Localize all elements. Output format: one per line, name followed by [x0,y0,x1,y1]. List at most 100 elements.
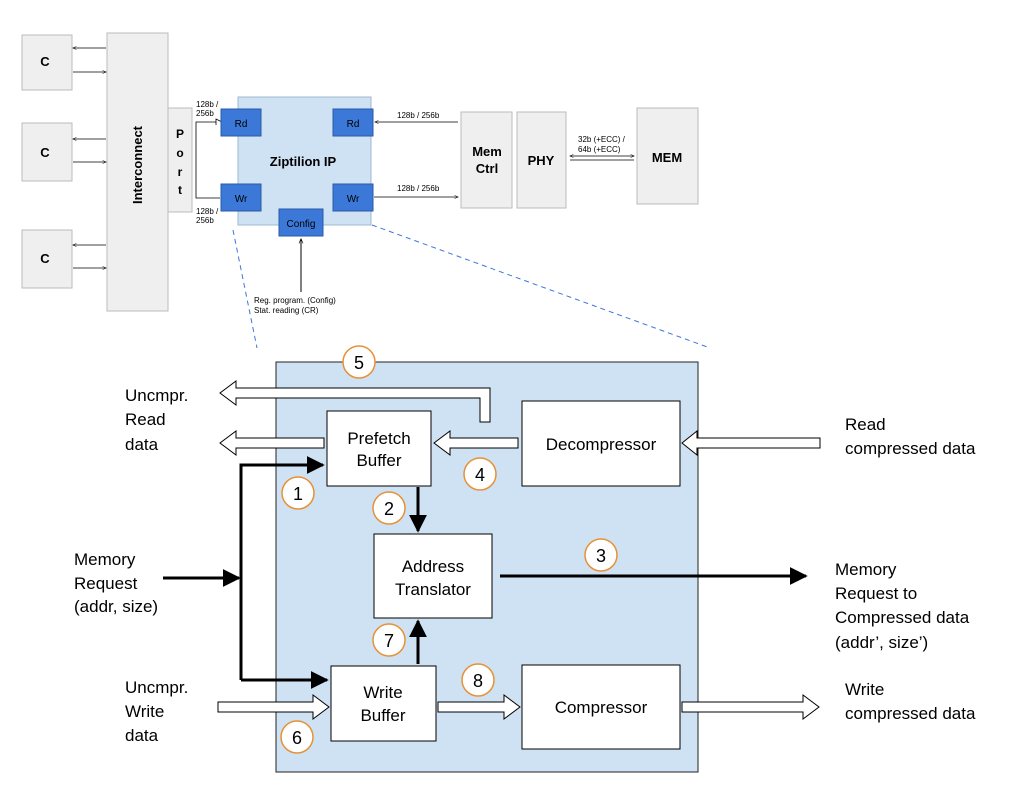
core-1-label: C [40,54,50,69]
write-buffer-label-1: Write [363,683,402,702]
ecc-width-2: 64b (+ECC) [578,145,621,154]
ip-wr-right: Wr [332,183,374,212]
phy-label: PHY [528,153,555,168]
write-buffer-label-2: Buffer [360,706,405,725]
address-label-2: Translator [395,580,471,599]
arrow-to-prefetch [239,456,325,680]
port-bus [195,118,223,199]
address-translator: Address Translator [373,533,493,619]
ip-title: Ziptilion IP [270,154,337,169]
label-write-compressed: Write compressed data [845,680,976,723]
address-label-1: Address [402,557,464,576]
label-uncmpr-read: Uncmpr. Read data [125,386,188,454]
config-note-1: Reg. program. (Config) [254,296,336,305]
port-block: P o r t [167,107,193,213]
compressor-label: Compressor [555,698,648,717]
port-letter-t: t [178,183,182,197]
core-links [73,48,106,268]
ip-memctrl-bus [374,122,458,197]
step-7-label: 7 [384,631,394,651]
phy-mem-bus [570,156,634,161]
step-4: 4 [463,457,497,491]
arrow-bypass [219,380,491,423]
hollow-arrows [217,380,821,720]
step-1: 1 [281,476,315,510]
core-2-label: C [40,145,50,160]
arrow-wb-compressor [437,694,521,720]
step-8: 8 [461,663,495,697]
zoom-lines [232,224,711,349]
arrow-write-in [217,694,330,720]
label-read-compressed: Read compressed data [845,415,976,458]
label-uncmpr-write: Uncmpr. Write data [125,678,188,745]
config-note-2: Stat. reading (CR) [254,306,319,315]
step-2: 2 [372,491,406,525]
step-3: 3 [584,538,618,572]
label-memory-request-compressed: Memory Request to Compressed data (addr’… [835,560,970,652]
uncmpr-write-3: data [125,726,159,745]
core-1: C [21,34,73,91]
compressor: Compressor [521,664,681,750]
bus-width-port-write-a: 128b / [196,207,219,216]
mem-ctrl-label-2: Ctrl [476,161,498,176]
port-letter-p: P [176,127,184,141]
core-3-label: C [40,251,50,266]
arrow-decomp-prefetch [433,430,519,456]
bus-width-port-read-b: 256b [196,109,214,118]
interconnect-block: Interconnect [106,32,169,312]
decompressor-label: Decompressor [546,435,657,454]
mem-ctrl-label-1: Mem [472,144,502,159]
thick-arrows [163,456,808,689]
arrow-prefetch-out [219,430,325,456]
step-1-label: 1 [293,484,303,504]
mem-req-compressed-1: Memory [835,560,897,579]
step-circles: 1 2 3 4 5 6 7 8 [280,345,618,754]
arrow-write-out [681,694,820,720]
read-compressed-2: compressed data [845,439,976,458]
ip-rd-left: Rd [220,108,262,137]
ip-wr-left-label: Wr [235,194,248,205]
uncmpr-write-2: Write [125,702,164,721]
mem-req-compressed-2: Request to [835,584,917,603]
mem-label: MEM [652,150,682,165]
interconnect-label: Interconnect [130,125,145,204]
core-3: C [21,229,73,289]
mem-ctrl-block: Mem Ctrl [460,111,513,209]
label-memory-request: Memory Request (addr, size) [74,550,158,616]
prefetch-label-1: Prefetch [347,429,410,448]
ip-wr-left: Wr [220,183,262,212]
arrow-read-compressed [681,429,821,457]
read-compressed-1: Read [845,415,886,434]
bus-width-ip-read: 128b / 256b [397,111,440,120]
prefetch-buffer: Prefetch Buffer [326,410,432,487]
memory-request-3: (addr, size) [74,597,158,616]
memory-request-1: Memory [74,550,136,569]
write-compressed-1: Write [845,680,884,699]
ip-wr-right-label: Wr [347,194,360,205]
memory-request-2: Request [74,574,138,593]
decompressor: Decompressor [521,400,681,487]
step-6-label: 6 [292,728,302,748]
ip-rd-left-label: Rd [235,119,248,130]
ip-rd-right-label: Rd [347,119,360,130]
ip-config: Config [278,208,324,237]
port-letter-r: r [178,165,183,179]
step-3-label: 3 [596,546,606,566]
ecc-width-1: 32b (+ECC) / [578,135,626,144]
write-compressed-2: compressed data [845,704,976,723]
step-2-label: 2 [384,499,394,519]
step-5-label: 5 [354,353,364,373]
uncmpr-read-1: Uncmpr. [125,386,188,405]
step-5: 5 [342,345,376,379]
bus-width-ip-write: 128b / 256b [397,184,440,193]
bus-width-port-read-a: 128b / [196,100,219,109]
write-buffer: Write Buffer [330,665,437,742]
uncmpr-read-3: data [125,435,159,454]
ip-rd-right: Rd [332,108,374,137]
uncmpr-write-1: Uncmpr. [125,678,188,697]
mem-block: MEM [636,107,699,205]
core-2: C [21,122,73,182]
mem-req-compressed-4: (addr’, size’) [835,633,928,652]
step-8-label: 8 [473,671,483,691]
